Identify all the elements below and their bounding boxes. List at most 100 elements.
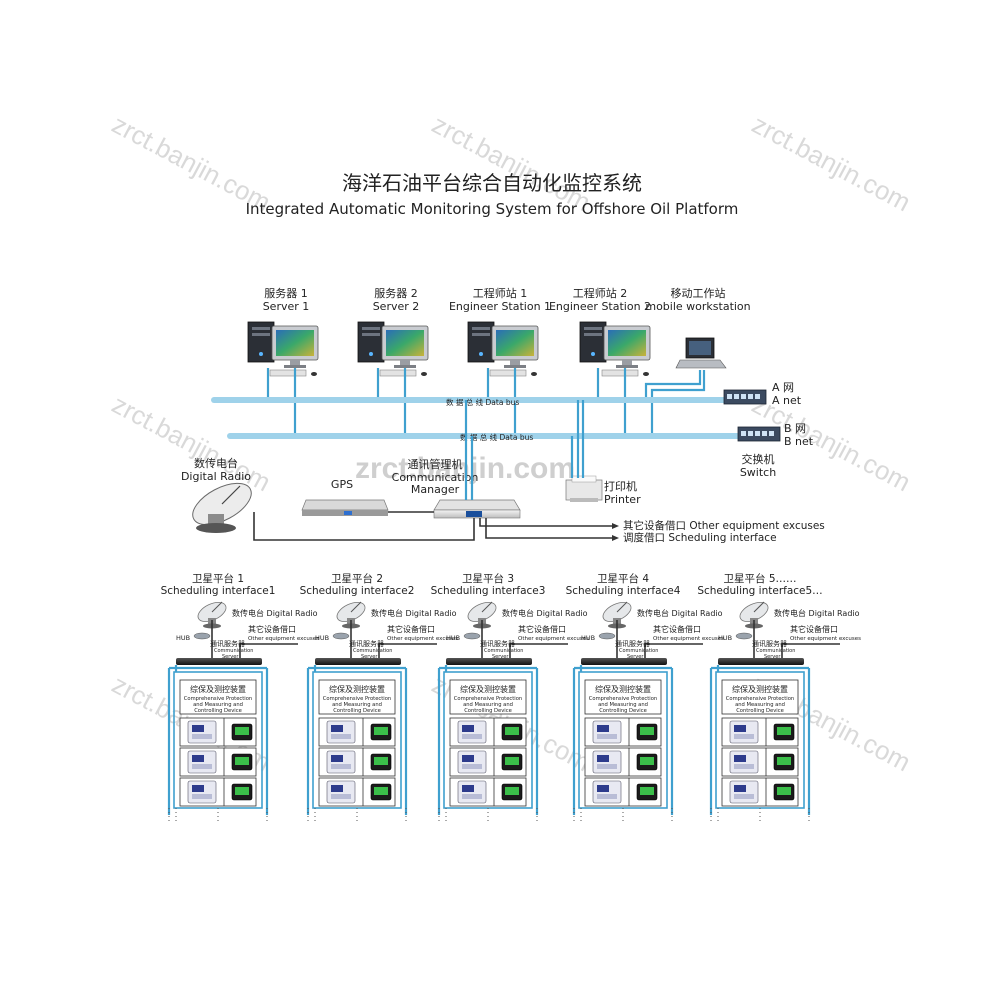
meter-icon [231, 783, 253, 801]
platform-title-zh: 卫星平台 2 [331, 572, 383, 585]
station-label-zh: 工程师站 1 [473, 286, 528, 300]
device-title-en3: Controlling Device [333, 708, 381, 714]
protection-relay-icon [729, 750, 759, 774]
satellite-dish-icon [192, 482, 252, 533]
server-1-computer-icon [247, 321, 319, 377]
other-equipment-label: 其它设备借口 Other equipment excuses [623, 519, 825, 532]
manager-label-zh: 通讯管理机 [408, 457, 463, 471]
communication-server-icon [315, 658, 401, 665]
switch-a-icon [723, 389, 767, 405]
station-label-en: Engineer Station 2 [549, 300, 651, 313]
meter-icon [501, 783, 523, 801]
platform-server-zh: 通讯服务器 [480, 639, 515, 648]
communication-server-icon [718, 658, 804, 665]
other-equipment-link [378, 643, 437, 660]
data-bus-a-label: 数 据 总 线 Data bus [446, 397, 519, 407]
communication-server-icon [581, 658, 667, 665]
meter-icon [370, 783, 392, 801]
meter-icon [501, 723, 523, 741]
platform-server-en2: Server [222, 654, 239, 660]
meter-icon [773, 753, 795, 771]
platform-hub-label: HUB [581, 634, 595, 642]
platform-title-zh: 卫星平台 4 [597, 572, 649, 585]
device-title-en1: Comprehensive Protection [184, 696, 252, 702]
engineer-station-1-computer-icon [467, 321, 539, 377]
device-header-box [584, 679, 662, 715]
engineer-station-2-computer-icon [579, 321, 651, 377]
platform-server-zh: 通讯服务器 [349, 639, 384, 648]
platform-hub-label: HUB [446, 634, 460, 642]
platform-server-zh: 通讯服务器 [210, 639, 245, 648]
device-title-en2: and Measuring and [332, 702, 382, 708]
hub-icon [193, 632, 211, 640]
platform-other-zh: 其它设备借口 [653, 624, 701, 634]
device-title-zh: 综保及测控装置 [329, 684, 385, 694]
protection-relay-icon [326, 750, 356, 774]
hub-icon [598, 632, 616, 640]
station-label-en: Engineer Station 1 [449, 300, 551, 313]
platform-title-en: Scheduling interface4 [566, 585, 681, 597]
platform-server-en2: Server [492, 654, 509, 660]
platform-radio-label: 数传电台 Digital Radio [774, 608, 860, 618]
meter-icon [773, 723, 795, 741]
radio-label-zh: 数传电台 [194, 456, 238, 470]
platform-other-en: Other equipment excuses [248, 636, 319, 642]
hub-icon [332, 632, 350, 640]
switch-b-icon [737, 426, 781, 442]
device-title-en3: Controlling Device [599, 708, 647, 714]
device-title-en2: and Measuring and [735, 702, 785, 708]
protection-relay-icon [729, 720, 759, 744]
platform-title-en: Scheduling interface5… [697, 585, 822, 597]
meter-icon [231, 723, 253, 741]
platform-hub-label: HUB [315, 634, 329, 642]
protection-relay-icon [326, 780, 356, 804]
device-title-en1: Comprehensive Protection [726, 696, 794, 702]
net-a-label-en: A net [772, 394, 802, 407]
hub-icon [735, 632, 753, 640]
protection-relay-icon [187, 750, 217, 774]
device-title-en1: Comprehensive Protection [323, 696, 391, 702]
radio-label-en: Digital Radio [181, 470, 251, 483]
device-title-en2: and Measuring and [598, 702, 648, 708]
title-zh: 海洋石油平台综合自动化监控系统 [342, 171, 642, 195]
communication-manager-icon [433, 499, 521, 519]
gps-label: GPS [331, 478, 353, 491]
platform-server-en2: Server [627, 654, 644, 660]
protection-relay-icon [457, 750, 487, 774]
platform-server-en2: Server [361, 654, 378, 660]
platform-radio-label: 数传电台 Digital Radio [232, 608, 318, 618]
platform-title-zh: 卫星平台 1 [192, 572, 244, 585]
meter-icon [370, 723, 392, 741]
protection-relay-icon [592, 720, 622, 744]
net-b-label-en: B net [784, 435, 814, 448]
meter-icon [636, 723, 658, 741]
satellite-platform: 卫星平台 5……Scheduling interface5… 数传电台 Digit… [697, 572, 861, 822]
manager-label-en2: Manager [411, 483, 460, 496]
station-label-en: Server 2 [373, 300, 420, 313]
platform-server-en1: Communication [619, 648, 658, 654]
platform-title-zh: 卫星平台 5…… [723, 572, 796, 585]
device-title-zh: 综保及测控装置 [460, 684, 516, 694]
scheduling-interface-label: 调度借口 Scheduling interface [623, 531, 777, 544]
device-header-box [449, 679, 527, 715]
platform-title-en: Scheduling interface1 [161, 585, 276, 597]
platform-server-en1: Communication [353, 648, 392, 654]
protection-relay-icon [729, 780, 759, 804]
laptop-icon [675, 337, 727, 369]
platform-radio-label: 数传电台 Digital Radio [502, 608, 588, 618]
net-b-label-zh: B 网 [784, 422, 806, 435]
communication-server-icon [446, 658, 532, 665]
platform-other-zh: 其它设备借口 [248, 624, 296, 634]
hub-icon [463, 632, 481, 640]
platform-server-en1: Communication [484, 648, 523, 654]
mobile-label-zh: 移动工作站 [671, 286, 726, 300]
core-links [253, 400, 619, 541]
platform-other-en: Other equipment excuses [653, 636, 724, 642]
device-header-box [179, 679, 257, 715]
device-title-en3: Controlling Device [736, 708, 784, 714]
gps-device-icon [301, 499, 389, 516]
printer-label-en: Printer [604, 493, 641, 506]
